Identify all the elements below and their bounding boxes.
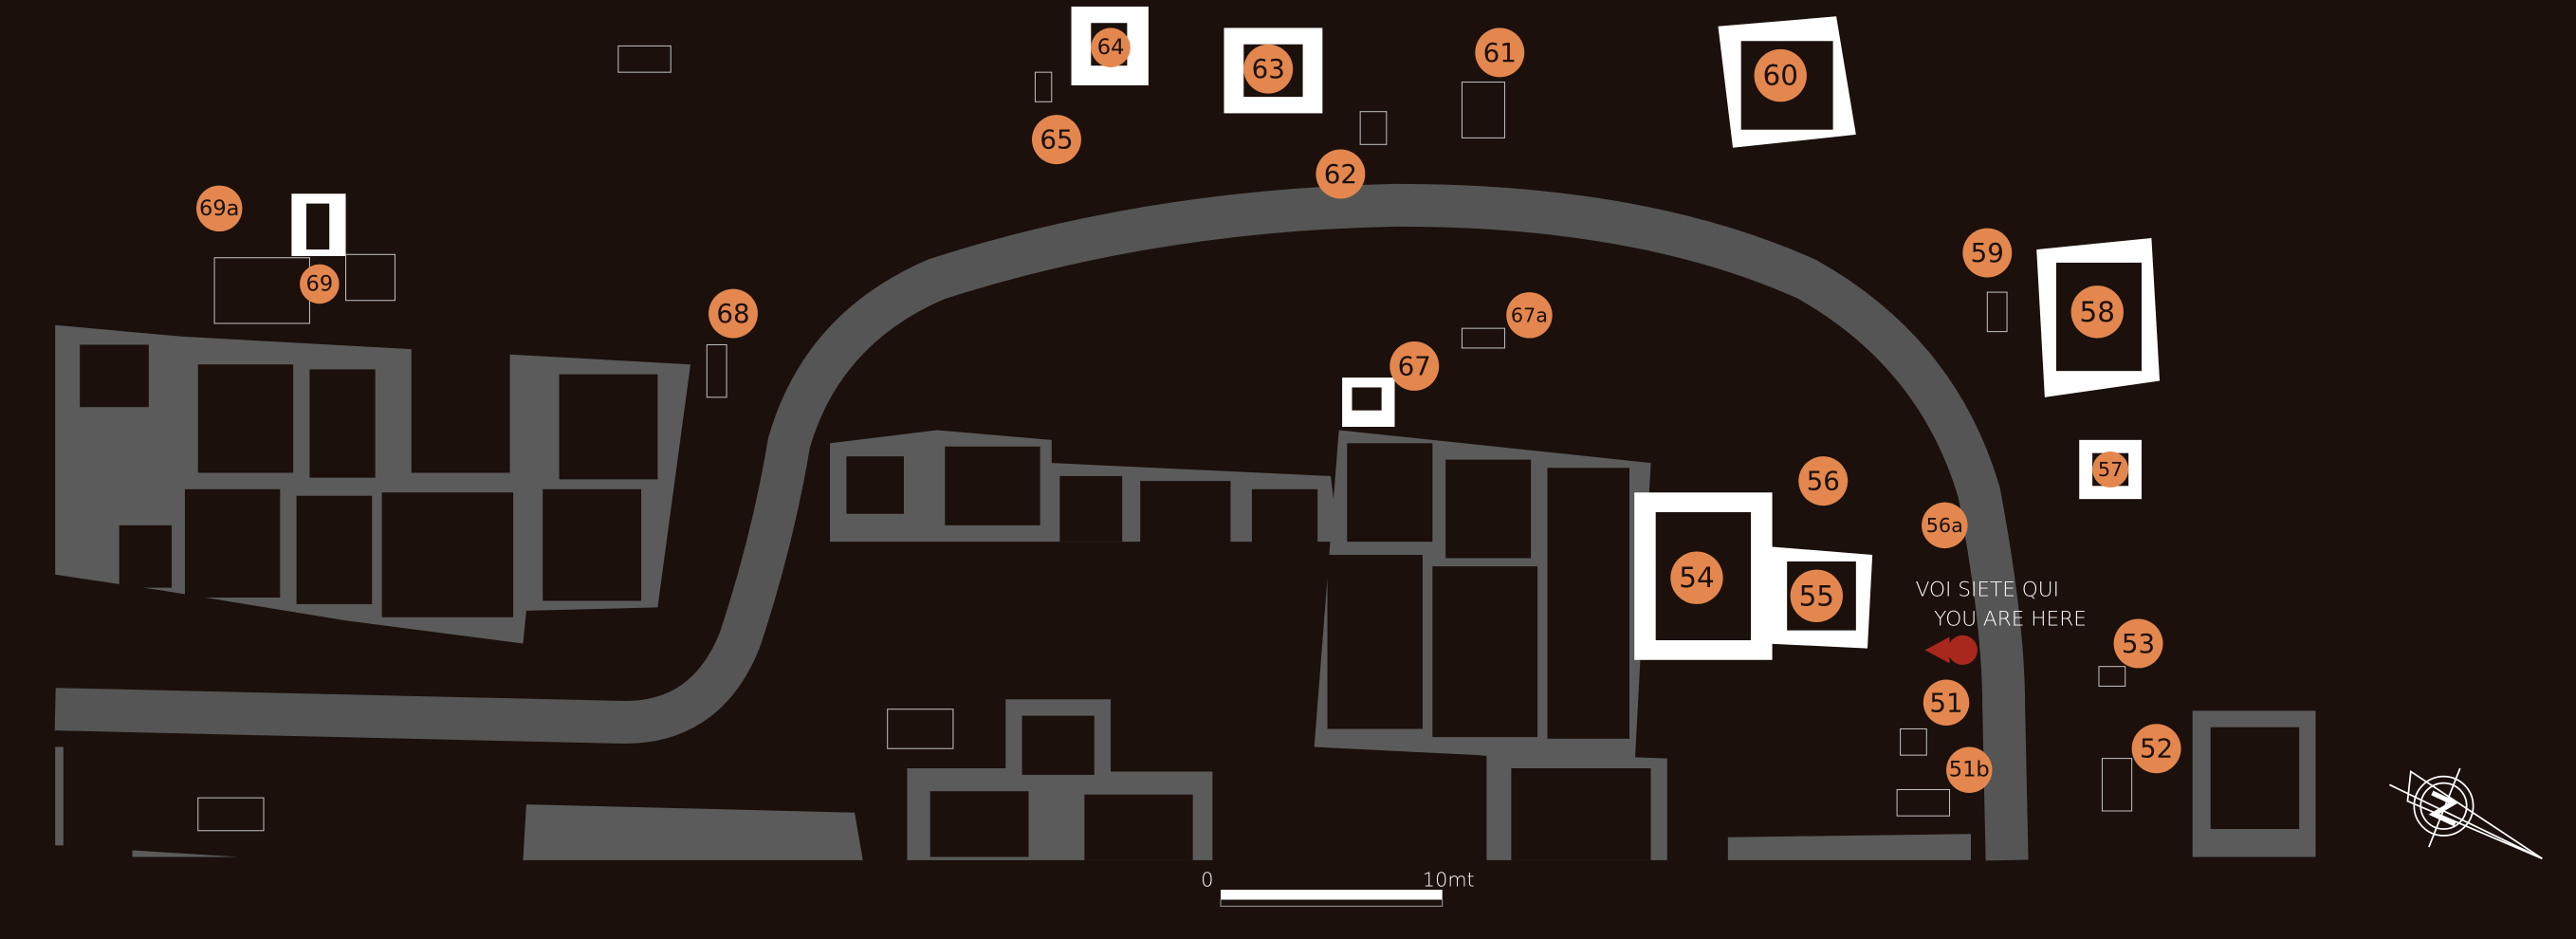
north-arrow-icon[interactable] [2388, 767, 2543, 859]
marker-65[interactable]: 65 [1032, 115, 1081, 165]
marker-60[interactable]: 60 [1754, 48, 1807, 102]
site-markers: 69a 69 68 65 64 63 62 61 60 67 67a 59 58… [196, 28, 2181, 793]
marker-64[interactable]: 64 [1091, 28, 1131, 67]
svg-text:52: 52 [2140, 733, 2173, 764]
marker-63[interactable]: 63 [1243, 44, 1294, 94]
marker-53[interactable]: 53 [2113, 618, 2163, 669]
svg-text:51: 51 [1929, 687, 1962, 718]
svg-text:64: 64 [1097, 35, 1125, 60]
scale-bar: 0 10mt [1201, 869, 1475, 907]
svg-text:56: 56 [1807, 466, 1840, 497]
marker-69[interactable]: 69 [300, 264, 340, 304]
marker-51[interactable]: 51 [1923, 679, 1970, 726]
svg-text:53: 53 [2122, 628, 2155, 659]
svg-text:69a: 69a [199, 196, 239, 221]
building-fragment [55, 746, 64, 846]
building-block-left [55, 324, 690, 644]
location-pin-icon [1924, 635, 1978, 665]
marker-58[interactable]: 58 [2070, 285, 2124, 339]
svg-text:54: 54 [1679, 562, 1714, 594]
marker-57[interactable]: 57 [2092, 451, 2129, 488]
svg-text:69: 69 [306, 271, 334, 296]
svg-text:65: 65 [1040, 124, 1073, 156]
building-outlines [197, 45, 2133, 832]
marker-56[interactable]: 56 [1798, 456, 1849, 506]
svg-text:59: 59 [1971, 237, 2004, 268]
building-fragment [132, 850, 240, 857]
marker-52[interactable]: 52 [2131, 724, 2181, 774]
svg-text:55: 55 [1799, 580, 1834, 612]
svg-text:63: 63 [1252, 53, 1285, 84]
marker-51b[interactable]: 51b [1946, 746, 1993, 793]
marker-67[interactable]: 67 [1389, 341, 1440, 391]
building-52 [2192, 710, 2316, 857]
marker-59[interactable]: 59 [1962, 228, 2013, 278]
svg-text:61: 61 [1483, 37, 1517, 68]
svg-text:56a: 56a [1926, 514, 1963, 537]
svg-text:10mt: 10mt [1423, 869, 1475, 892]
marker-68[interactable]: 68 [708, 288, 758, 339]
marker-54[interactable]: 54 [1670, 551, 1723, 604]
you-are-here-english: YOU ARE HERE [1934, 607, 2087, 631]
you-are-here-italian: VOI SIETE QUI [1916, 578, 2059, 601]
svg-text:57: 57 [2098, 458, 2123, 481]
svg-text:68: 68 [716, 298, 749, 329]
svg-text:67: 67 [1398, 350, 1431, 381]
building-block-middle [830, 430, 1339, 563]
building-block-central [1314, 430, 1651, 772]
marker-67a[interactable]: 67a [1506, 292, 1553, 339]
marker-69a[interactable]: 69a [196, 185, 243, 232]
svg-text:0: 0 [1201, 869, 1213, 892]
marker-56a[interactable]: 56a [1922, 502, 1968, 549]
marker-61[interactable]: 61 [1475, 28, 1525, 78]
svg-text:60: 60 [1763, 60, 1798, 92]
you-are-here: VOI SIETE QUI YOU ARE HERE [1916, 578, 2087, 665]
road [54, 183, 2029, 861]
svg-text:58: 58 [2080, 296, 2115, 328]
svg-text:51b: 51b [1949, 758, 1990, 782]
marker-62[interactable]: 62 [1316, 149, 1366, 199]
building-block-bottom [523, 699, 1971, 860]
svg-text:67a: 67a [1511, 304, 1548, 326]
marker-55[interactable]: 55 [1790, 569, 1843, 622]
svg-text:62: 62 [1324, 158, 1357, 190]
